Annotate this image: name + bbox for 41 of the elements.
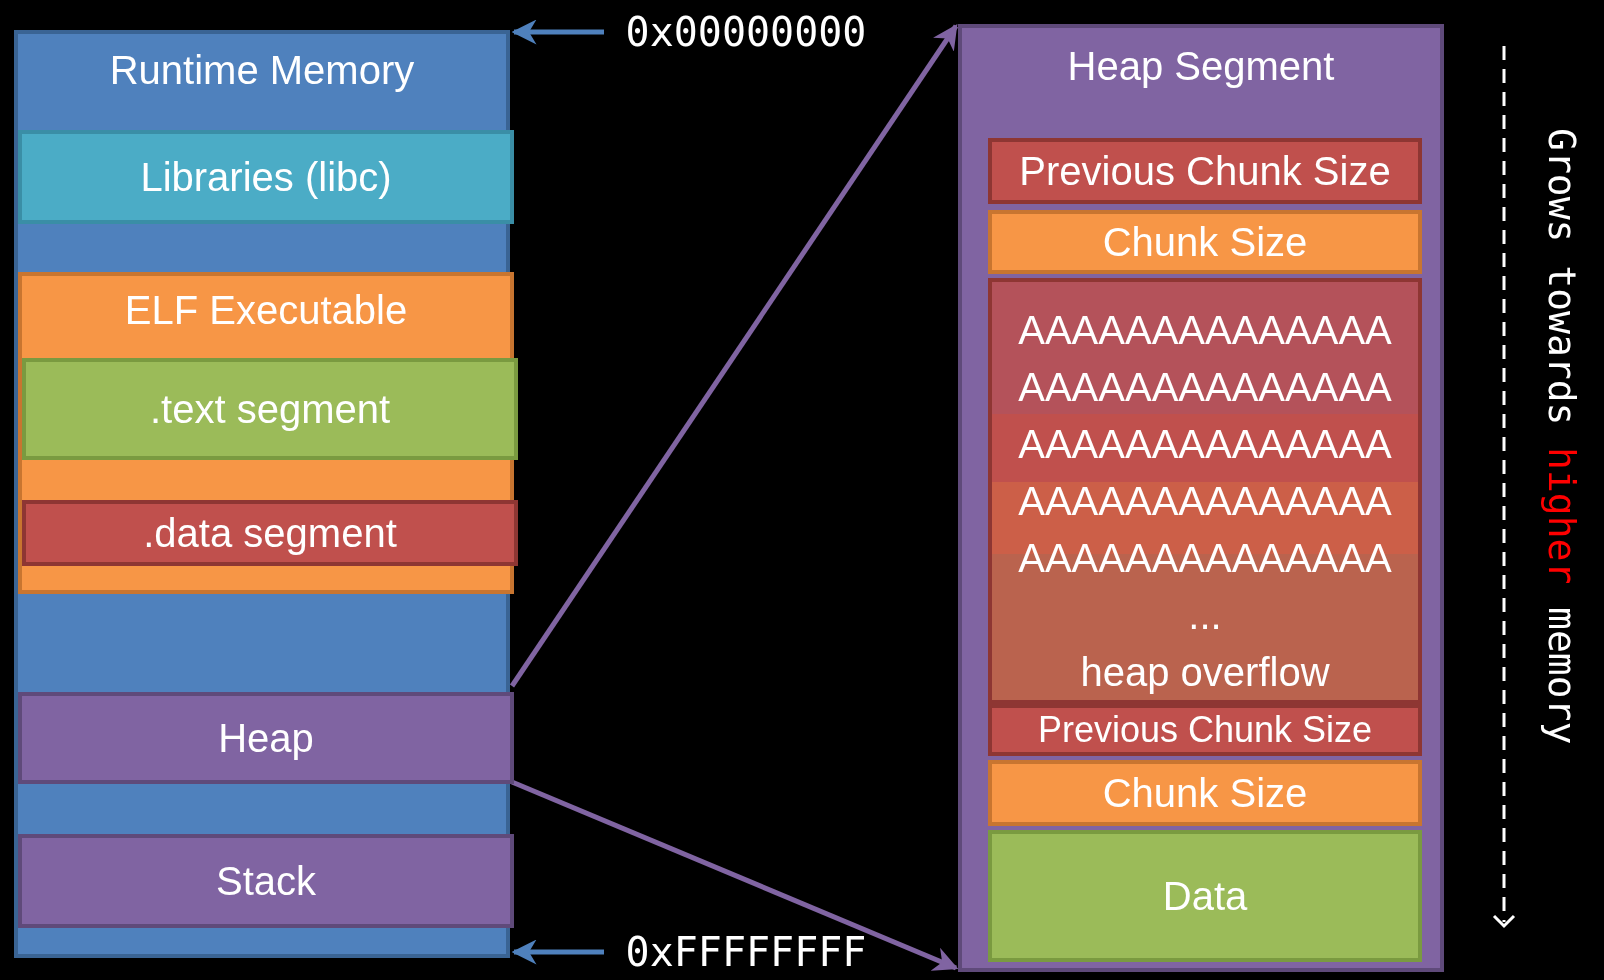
memory-segment [18,834,514,928]
chunk-header-field [988,704,1422,756]
field-label: Previous Chunk Size [1037,710,1373,750]
overflow-text: heap overflow [1080,649,1330,696]
address-text: 0xFFFFFFFF [625,930,867,974]
arrow [511,939,604,965]
address-text: 0x00000000 [625,10,867,54]
field-label: Data [1162,874,1248,918]
chunk-header-field [988,760,1422,826]
chunk-data-field [988,830,1422,962]
arrow [509,23,959,688]
segment-label: Libraries (libc) [140,155,392,199]
direction-caption: Grows towards [1540,128,1584,426]
segment-label: Heap [218,716,314,760]
memory-segment [22,358,518,460]
field-label: Chunk Size [1102,220,1308,264]
segment-label: ELF Executable [124,288,408,332]
overflow-text: ... [1188,592,1222,639]
overflow-text: AAAAAAAAAAAAAA [1018,478,1392,525]
memory-segment [18,692,514,784]
arrow [511,19,604,45]
segment-label: Stack [215,859,316,903]
panel-title: Heap Segment [1067,44,1335,88]
region-title: Runtime Memory [109,48,415,92]
arrow [511,779,959,971]
direction-caption: higher [1540,447,1584,585]
overflow-text: AAAAAAAAAAAAAA [1018,421,1392,468]
field-label: Chunk Size [1102,771,1308,815]
overflow-text: AAAAAAAAAAAAAA [1018,364,1392,411]
segment-label: .data segment [143,511,397,555]
chunk-header-field [988,210,1422,274]
heap-segment-panel [958,24,1444,972]
overflow-text: AAAAAAAAAAAAAA [1018,307,1392,354]
chunk-header-field [988,138,1422,204]
overflow-region [988,278,1422,704]
segment-label: .text segment [149,387,391,431]
memory-segment [18,130,514,224]
memory-segment [22,500,518,566]
field-label: Previous Chunk Size [1019,149,1391,193]
direction-caption: memory [1540,606,1584,744]
overflow-text: AAAAAAAAAAAAAA [1018,535,1392,582]
